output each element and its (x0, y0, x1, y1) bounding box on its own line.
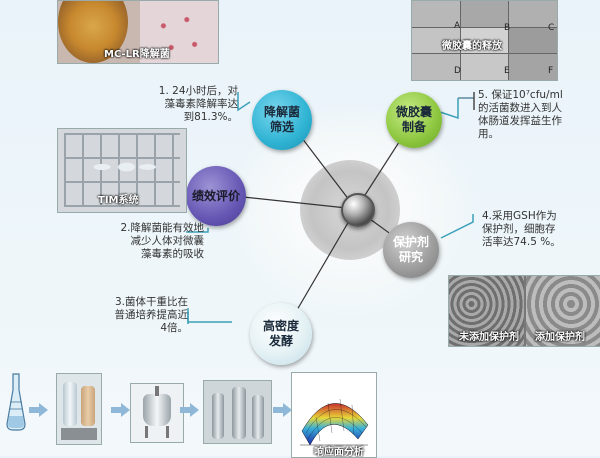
microcapsule-caption: 微胶囊的释放 (442, 41, 502, 52)
tim-system-photo: TIM系统 (57, 128, 187, 213)
letter-f: F (548, 66, 554, 76)
tim-caption: TIM系统 (98, 195, 139, 206)
response-surface-photo: 响应面分析 (291, 372, 377, 458)
arrow-icon (111, 403, 130, 417)
plant-photo (203, 380, 272, 444)
protectant-right-caption: 添加保护剂 (535, 332, 585, 343)
arrow-icon (29, 403, 48, 417)
culture-photo: MC-LR降解菌 (57, 0, 219, 64)
tim-vessels (88, 147, 158, 187)
microscope-image (140, 1, 218, 63)
node-fermentation-label: 高密度 发酵 (262, 319, 299, 348)
response-surface-caption: 响应面分析 (314, 447, 364, 458)
protectant-left-caption: 未添加保护剂 (459, 332, 519, 343)
node-microcapsule[interactable]: 微胶囊 制备 (386, 92, 442, 148)
node-evaluation-label: 绩效评价 (191, 188, 240, 203)
response-surface-chart (300, 398, 369, 446)
node-protectant-label: 保护剂 研究 (392, 235, 429, 264)
note-microcapsule: 5. 保证10⁷cfu/ml 的活菌数进入到人 体肠道发挥益生作 用。 (478, 89, 563, 140)
arrow-icon (180, 403, 199, 417)
node-evaluation[interactable]: 绩效评价 (186, 166, 246, 226)
sem-left-image (449, 276, 524, 346)
letter-c: C (548, 23, 555, 33)
tank-photo (130, 383, 184, 443)
letter-d: D (454, 66, 461, 76)
note-fermentation: 3.菌体干重比在 普通培养提高近 4倍。 (114, 296, 189, 334)
protectant-photo: 未添加保护剂 添加保护剂 (448, 275, 600, 347)
node-protectant[interactable]: 保护剂 研究 (383, 222, 439, 278)
microcapsule-grid (412, 1, 557, 80)
fermenter-photo (56, 373, 102, 445)
flask-icon (6, 372, 26, 432)
arrow-icon (273, 403, 292, 417)
letter-e: E (504, 66, 510, 76)
node-screening[interactable]: 降解菌 筛选 (252, 90, 312, 150)
center-hub-icon (341, 193, 375, 227)
node-fermentation[interactable]: 高密度 发酵 (250, 303, 312, 365)
culture-caption: MC-LR降解菌 (104, 49, 170, 60)
note-protectant: 4.采用GSH作为 保护剂，细胞存 活率达74.5 %。 (482, 210, 561, 248)
node-microcapsule-label: 微胶囊 制备 (395, 105, 432, 134)
node-screening-label: 降解菌 筛选 (263, 105, 300, 134)
note-evaluation: 2.降解菌能有效地 减少人体对微囊 藻毒素的吸收 (120, 222, 204, 260)
microcapsule-photo: A B C D E F 微胶囊的释放 (411, 0, 558, 81)
note-screening: 1. 24小时后，对 藻毒素降解率达 到81.3%。 (158, 85, 238, 123)
letter-a: A (454, 21, 461, 31)
sem-right-image (526, 276, 600, 346)
letter-b: B (504, 23, 511, 33)
